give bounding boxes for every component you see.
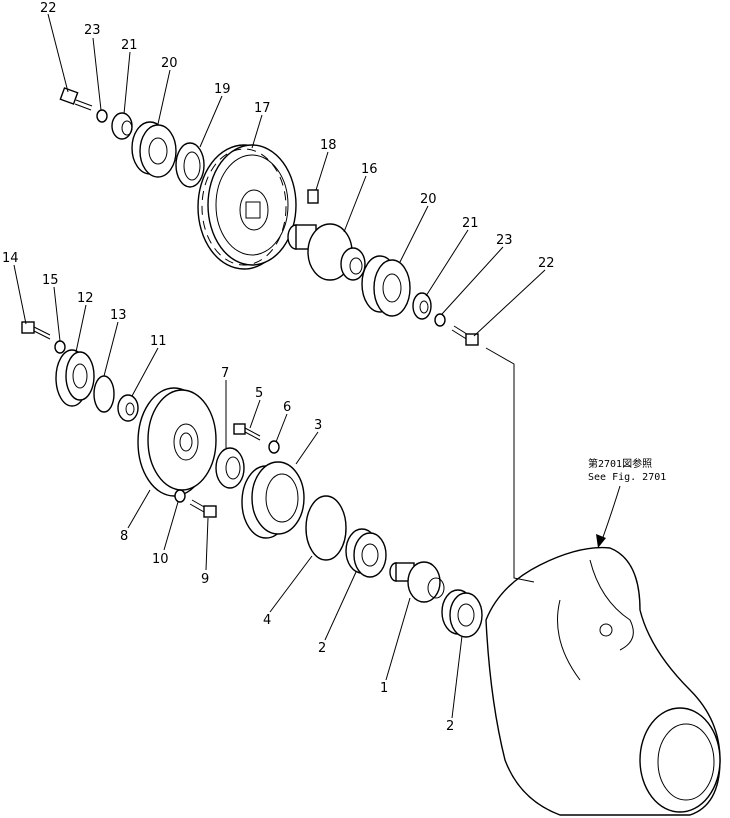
callout-20-upper: 20	[161, 56, 178, 71]
gear-17	[197, 144, 297, 270]
callout-23-upper: 23	[84, 23, 101, 38]
key-18	[307, 189, 319, 204]
callout-2-upper: 2	[318, 641, 326, 656]
bearing-2-upper	[345, 528, 387, 578]
retainer-3	[241, 461, 305, 539]
nut-21-upper	[111, 112, 133, 140]
bolt-22-lower	[451, 325, 479, 346]
callout-21-lower: 21	[462, 216, 479, 231]
washer-23-lower	[434, 313, 446, 327]
o-ring-13	[93, 375, 115, 413]
callout-20-lower: 20	[420, 192, 437, 207]
pinion-1	[389, 561, 445, 603]
o-ring-4	[305, 495, 347, 561]
washer-15	[54, 340, 66, 354]
housing	[485, 546, 721, 816]
bolt-5	[233, 423, 261, 441]
callout-13: 13	[110, 308, 127, 323]
callout-16: 16	[361, 162, 378, 177]
callout-8: 8	[120, 529, 128, 544]
callout-22-lower: 22	[538, 256, 555, 271]
callout-6: 6	[283, 400, 291, 415]
bolt-14	[21, 321, 51, 340]
callout-11: 11	[150, 334, 167, 349]
washer-10	[174, 489, 186, 503]
callout-15: 15	[42, 273, 59, 288]
nut-21-lower	[412, 292, 432, 320]
callout-19: 19	[214, 82, 231, 97]
figure-note-ja: 第2701図参照	[588, 457, 652, 470]
bearing-2-lower	[441, 589, 483, 638]
bearing-20-upper	[131, 121, 177, 178]
flange-12	[55, 349, 95, 407]
callout-3: 3	[314, 418, 322, 433]
callout-4: 4	[263, 613, 271, 628]
bearing-20-lower	[361, 255, 411, 317]
seal-7	[215, 447, 245, 489]
callout-1: 1	[380, 681, 388, 696]
callout-12: 12	[77, 291, 94, 306]
callout-18: 18	[320, 138, 337, 153]
callout-14: 14	[2, 251, 19, 266]
leader-lines	[13, 13, 546, 719]
figure-note-en: See Fig. 2701	[588, 472, 666, 483]
washer-6	[268, 440, 280, 454]
callout-2-lower: 2	[446, 719, 454, 734]
callout-22-upper: 22	[40, 1, 57, 16]
callout-7: 7	[221, 366, 229, 381]
bolt-22-upper	[59, 87, 93, 111]
cover-8	[137, 387, 217, 497]
reference-line	[485, 347, 535, 583]
washer-23-upper	[96, 109, 108, 123]
nut-11	[117, 394, 139, 422]
callout-10: 10	[152, 552, 169, 567]
callout-5: 5	[255, 386, 263, 401]
shaft-16	[287, 223, 366, 281]
callout-17: 17	[254, 101, 271, 116]
arrow-icon	[596, 485, 621, 548]
callout-23-lower: 23	[496, 233, 513, 248]
bolt-9	[189, 499, 217, 518]
callout-9: 9	[201, 572, 209, 587]
spacer-19	[175, 142, 205, 188]
callout-21-upper: 21	[121, 38, 138, 53]
